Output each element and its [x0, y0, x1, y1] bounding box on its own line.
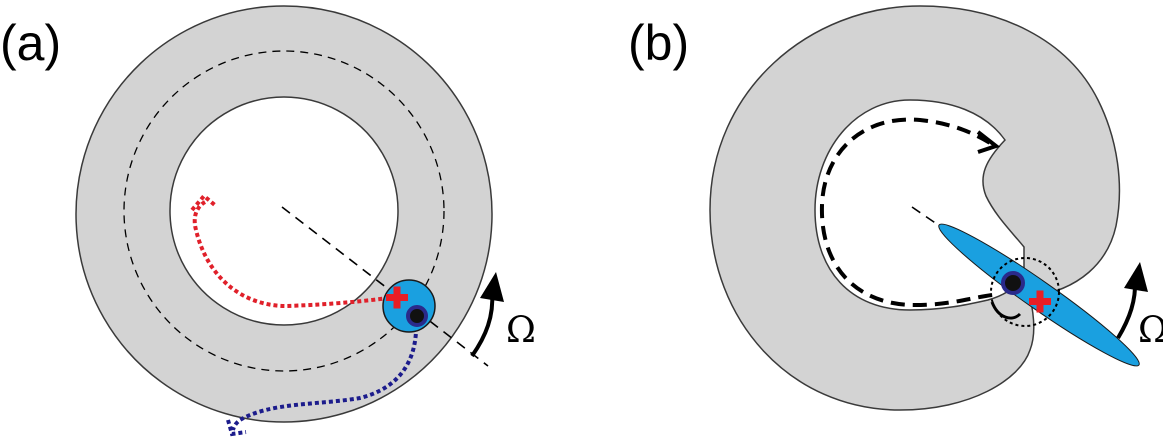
panel-a-label: (a): [0, 15, 61, 71]
panel-b-label: (b): [628, 15, 689, 71]
blue-arrowhead: [226, 419, 247, 437]
cross-icon: [386, 286, 408, 309]
omega-label: Ω: [506, 310, 536, 351]
blue-trajectory: [231, 319, 419, 431]
trajectory-arrowhead: [976, 130, 1001, 154]
particle: [382, 279, 436, 333]
rotation-arrowhead: [480, 272, 504, 302]
cross-icon-b: [1029, 290, 1051, 313]
red-arrowhead: [190, 193, 218, 212]
panel-a: (a) Ω: [0, 5, 536, 437]
mid-orbit-circle: [123, 50, 445, 372]
rotation-arrow: [470, 291, 495, 358]
deformed-disk: [709, 5, 1121, 411]
inner-dot-b: [1001, 271, 1025, 295]
panel-b: (b) Ω: [628, 5, 1163, 411]
red-trajectory: [192, 200, 397, 309]
annulus-disk: [75, 5, 493, 423]
inner-trajectory: [819, 117, 993, 308]
radial-axis-line: [281, 206, 489, 367]
omega-label-b: Ω: [1138, 310, 1163, 351]
dotted-outline-circle: [990, 257, 1060, 327]
inner-dot: [406, 305, 428, 327]
rotation-arrowhead-b: [1124, 262, 1148, 292]
